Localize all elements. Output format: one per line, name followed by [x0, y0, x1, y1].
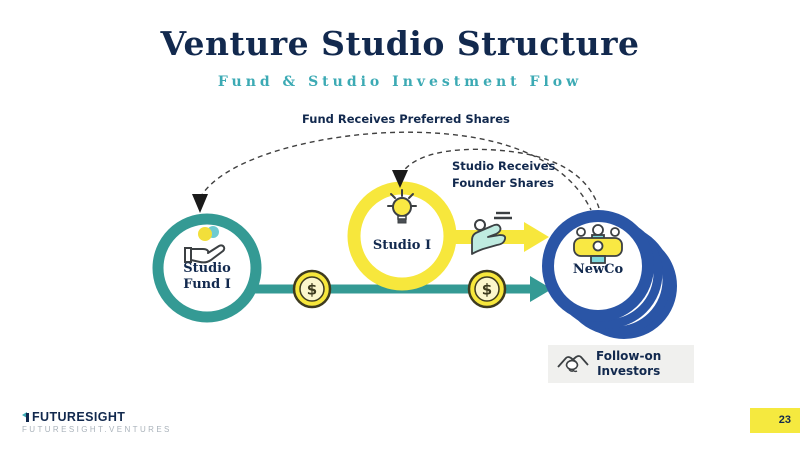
studio-shares-line2: Founder Shares	[452, 176, 554, 190]
follow-on-line1: Follow-on	[596, 349, 662, 363]
fund-label-line1: Studio	[183, 261, 231, 276]
svg-text:$: $	[482, 281, 492, 299]
lightbulb-icon	[387, 189, 417, 224]
fund-curve-arrowhead	[192, 194, 208, 213]
brand-domain: FUTURESIGHT.VENTURES	[22, 425, 172, 434]
studio-shares-dashed-curve	[399, 148, 600, 209]
studio-curve-arrowhead	[392, 170, 408, 188]
page-title: Venture Studio Structure	[160, 24, 640, 63]
fund-node-label: Studio Fund I	[157, 261, 257, 293]
follow-on-investors-badge: Follow-on Investors	[548, 345, 694, 383]
brand-name: FUTURESIGHT	[32, 410, 126, 424]
hand-presenting-icon	[471, 211, 512, 255]
newco-circle	[542, 210, 677, 339]
svg-text:$: $	[307, 281, 317, 299]
brand-logo: FUTURESIGHT	[22, 410, 125, 424]
studio-node-label: Studio I	[372, 238, 432, 253]
brand-logo-icon	[22, 411, 29, 422]
coin-icon: $	[467, 269, 507, 309]
page-subtitle: Fund & Studio Investment Flow	[217, 74, 583, 90]
fund-shares-dashed-curve	[199, 131, 592, 211]
coin-icon: $	[292, 269, 332, 309]
fund-label-line2: Fund I	[183, 277, 231, 292]
studio-shares-line1: Studio Receives	[452, 159, 556, 173]
studio-shares-label: Studio Receives Founder Shares	[452, 158, 555, 192]
fund-circle	[152, 213, 262, 323]
handshake-icon	[557, 355, 589, 373]
fund-shares-label: Fund Receives Preferred Shares	[302, 112, 510, 126]
follow-on-investors-label: Follow-on Investors	[596, 349, 661, 379]
team-icon	[573, 224, 623, 264]
follow-on-line2: Investors	[597, 364, 661, 378]
newco-node-label: NewCo	[572, 262, 624, 277]
studio-circle	[347, 181, 457, 291]
page-number-badge: 23	[750, 408, 800, 433]
hand-coins-icon	[184, 226, 226, 264]
